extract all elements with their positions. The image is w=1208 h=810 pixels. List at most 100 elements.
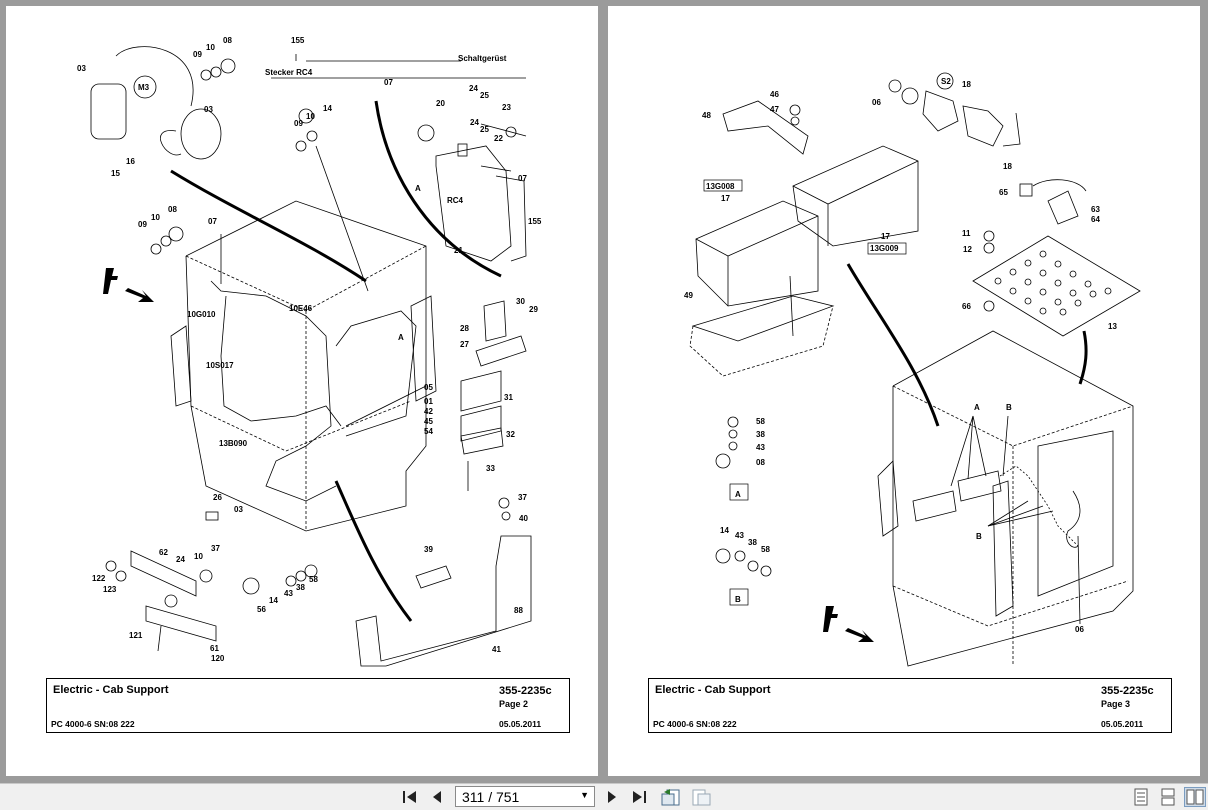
svg-text:42: 42 bbox=[424, 407, 433, 416]
svg-text:24: 24 bbox=[469, 84, 478, 93]
svg-text:A: A bbox=[974, 403, 980, 412]
svg-text:18: 18 bbox=[962, 80, 971, 89]
svg-text:03: 03 bbox=[204, 105, 213, 114]
svg-text:123: 123 bbox=[103, 585, 117, 594]
svg-text:58: 58 bbox=[761, 545, 770, 554]
pdf-page-right: 46 47 48 06 S2 18 18 13G008 17 17 13G009… bbox=[608, 6, 1200, 776]
svg-text:01: 01 bbox=[424, 397, 433, 406]
svg-text:155: 155 bbox=[291, 36, 305, 45]
svg-text:54: 54 bbox=[424, 427, 433, 436]
back-view-icon bbox=[661, 789, 680, 806]
svg-text:14: 14 bbox=[269, 596, 278, 605]
svg-text:14: 14 bbox=[720, 526, 729, 535]
back-view-button[interactable] bbox=[659, 787, 683, 807]
svg-text:25: 25 bbox=[480, 91, 489, 100]
svg-text:46: 46 bbox=[770, 90, 779, 99]
svg-text:29: 29 bbox=[529, 305, 538, 314]
two-page-icon bbox=[1186, 789, 1204, 805]
svg-text:58: 58 bbox=[309, 575, 318, 584]
svg-text:21: 21 bbox=[454, 246, 463, 255]
svg-text:13G009: 13G009 bbox=[870, 244, 899, 253]
document-number: 355-2235c bbox=[1101, 685, 1154, 697]
svg-text:22: 22 bbox=[494, 134, 503, 143]
last-page-button[interactable] bbox=[629, 787, 649, 807]
svg-text:M3: M3 bbox=[138, 83, 150, 92]
machine-model: PC 4000-6 SN:08 222 bbox=[51, 719, 135, 729]
forward-view-button[interactable] bbox=[689, 787, 713, 807]
svg-text:10: 10 bbox=[306, 112, 315, 121]
page-number-combobox[interactable]: 311 / 751 ▼ bbox=[455, 786, 595, 807]
svg-text:10: 10 bbox=[194, 552, 203, 561]
svg-text:03: 03 bbox=[234, 505, 243, 514]
page-label: Page 2 bbox=[499, 699, 529, 709]
svg-text:B: B bbox=[1006, 403, 1012, 412]
svg-text:33: 33 bbox=[486, 464, 495, 473]
svg-text:40: 40 bbox=[519, 514, 528, 523]
svg-text:11: 11 bbox=[962, 229, 971, 238]
svg-text:48: 48 bbox=[702, 111, 711, 120]
svg-text:13B090: 13B090 bbox=[219, 439, 248, 448]
two-page-view-button[interactable] bbox=[1184, 787, 1206, 807]
svg-text:10E46: 10E46 bbox=[289, 304, 313, 313]
svg-text:06: 06 bbox=[872, 98, 881, 107]
svg-text:A: A bbox=[735, 490, 741, 499]
single-page-view-button[interactable] bbox=[1131, 787, 1151, 807]
svg-text:15: 15 bbox=[111, 169, 120, 178]
machine-model: PC 4000-6 SN:08 222 bbox=[653, 719, 737, 729]
next-page-button[interactable] bbox=[603, 787, 621, 807]
svg-text:10S017: 10S017 bbox=[206, 361, 234, 370]
svg-text:17: 17 bbox=[881, 232, 890, 241]
svg-text:41: 41 bbox=[492, 645, 501, 654]
svg-text:27: 27 bbox=[460, 340, 469, 349]
title-block: Electric - Cab Support 355-2235c Page 2 … bbox=[46, 678, 570, 733]
svg-text:43: 43 bbox=[756, 443, 765, 452]
svg-text:24: 24 bbox=[176, 555, 185, 564]
svg-text:13G008: 13G008 bbox=[706, 182, 735, 191]
svg-text:38: 38 bbox=[296, 583, 305, 592]
next-page-icon bbox=[608, 791, 616, 803]
svg-text:24: 24 bbox=[470, 118, 479, 127]
svg-text:18: 18 bbox=[1003, 162, 1012, 171]
svg-text:10G010: 10G010 bbox=[187, 310, 216, 319]
page-label: Page 3 bbox=[1101, 699, 1131, 709]
svg-text:38: 38 bbox=[748, 538, 757, 547]
svg-text:10: 10 bbox=[151, 213, 160, 222]
svg-text:06: 06 bbox=[1075, 625, 1084, 634]
svg-text:16: 16 bbox=[126, 157, 135, 166]
forward-view-icon bbox=[692, 789, 711, 806]
svg-text:09: 09 bbox=[138, 220, 147, 229]
svg-text:03: 03 bbox=[77, 64, 86, 73]
svg-text:49: 49 bbox=[684, 291, 693, 300]
svg-text:30: 30 bbox=[516, 297, 525, 306]
svg-text:58: 58 bbox=[756, 417, 765, 426]
parts-diagram-right: 46 47 48 06 S2 18 18 13G008 17 17 13G009… bbox=[684, 72, 1141, 667]
svg-text:09: 09 bbox=[193, 50, 202, 59]
svg-text:64: 64 bbox=[1091, 215, 1100, 224]
chevron-down-icon: ▼ bbox=[580, 790, 589, 800]
svg-text:14: 14 bbox=[323, 104, 332, 113]
svg-text:120: 120 bbox=[211, 654, 225, 663]
svg-text:08: 08 bbox=[168, 205, 177, 214]
svg-text:155: 155 bbox=[528, 217, 542, 226]
svg-text:B: B bbox=[976, 532, 982, 541]
first-page-button[interactable] bbox=[400, 787, 420, 807]
drawing-title: Electric - Cab Support bbox=[53, 684, 169, 696]
svg-text:B: B bbox=[735, 595, 741, 604]
svg-text:47: 47 bbox=[770, 105, 779, 114]
svg-text:28: 28 bbox=[460, 324, 469, 333]
pdf-page-left: 155 Stecker RC4 Schaltgerüst 07 08 09 10… bbox=[6, 6, 598, 776]
previous-page-icon bbox=[433, 791, 441, 803]
viewer-toolbar: 311 / 751 ▼ bbox=[0, 783, 1208, 810]
svg-text:63: 63 bbox=[1091, 205, 1100, 214]
previous-page-button[interactable] bbox=[428, 787, 446, 807]
svg-text:07: 07 bbox=[518, 174, 527, 183]
svg-text:66: 66 bbox=[962, 302, 971, 311]
svg-text:62: 62 bbox=[159, 548, 168, 557]
first-page-icon bbox=[403, 791, 416, 803]
continuous-view-button[interactable] bbox=[1158, 787, 1178, 807]
svg-text:S2: S2 bbox=[941, 77, 951, 86]
svg-text:A: A bbox=[415, 184, 421, 193]
svg-text:43: 43 bbox=[735, 531, 744, 540]
svg-text:37: 37 bbox=[211, 544, 220, 553]
svg-text:65: 65 bbox=[999, 188, 1008, 197]
